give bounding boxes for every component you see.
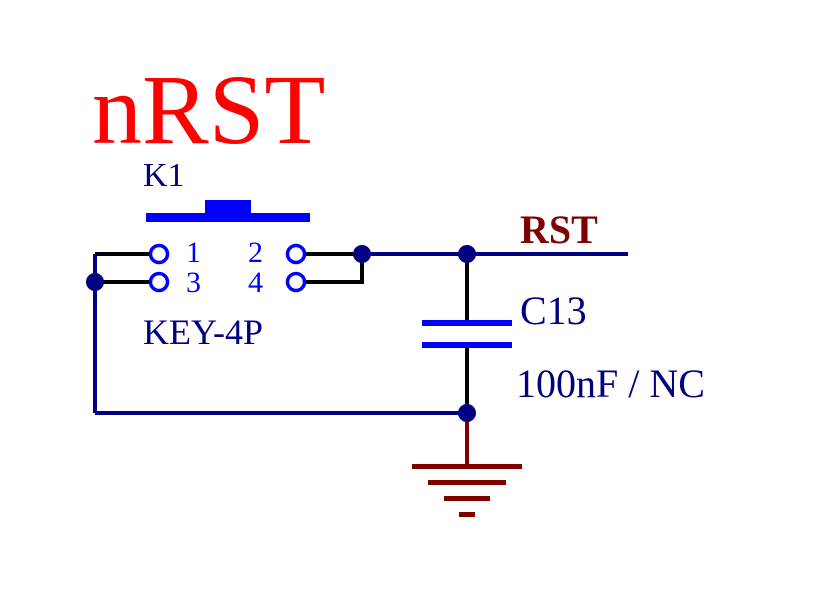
switch-designator: K1 xyxy=(143,157,185,194)
junction-switch-right xyxy=(353,245,371,263)
net-label-rst: RST xyxy=(520,207,598,252)
switch-pin-4-label: 4 xyxy=(248,266,263,299)
switch-pin-4 xyxy=(285,271,307,293)
switch-pin-2 xyxy=(285,243,307,265)
switch-pin-2-label: 2 xyxy=(248,236,263,269)
switch-pin-leads xyxy=(95,252,364,284)
junction-rst-top xyxy=(458,245,476,263)
capacitor-value: 100nF / NC xyxy=(516,361,705,406)
junctions xyxy=(86,245,476,422)
capacitor-designator: C13 xyxy=(520,288,587,333)
junction-left xyxy=(86,273,104,291)
switch-pin-1 xyxy=(148,243,170,265)
capacitor-symbol xyxy=(422,320,512,348)
ground-symbol xyxy=(412,413,522,517)
switch-part-name: KEY-4P xyxy=(143,312,263,352)
switch-pin-3-label: 3 xyxy=(186,266,201,299)
switch-pin-1-label: 1 xyxy=(186,236,201,269)
junction-ground xyxy=(458,404,476,422)
schematic-title: nRST xyxy=(92,54,325,165)
switch-pin-3 xyxy=(148,271,170,293)
switch-pins xyxy=(148,243,307,293)
switch-actuator xyxy=(146,200,310,222)
